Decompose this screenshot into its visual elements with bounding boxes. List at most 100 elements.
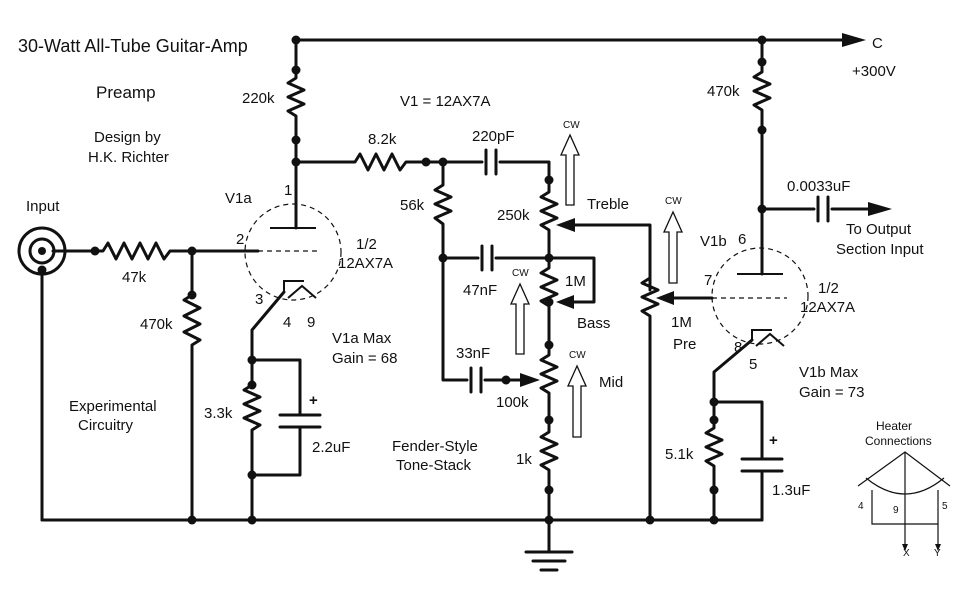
resistor-56k bbox=[433, 160, 453, 260]
note-experimental-2: Circuitry bbox=[78, 417, 133, 434]
capacitor-2-2uf bbox=[250, 390, 322, 477]
heater-y: Y bbox=[934, 548, 941, 559]
pot-treble bbox=[539, 178, 559, 260]
heater-pin-5: 5 bbox=[942, 501, 948, 512]
label-220pf: 220pF bbox=[472, 128, 515, 145]
v1b-gain-2: Gain = 73 bbox=[799, 384, 864, 401]
v1b-half-1: 1/2 bbox=[818, 280, 839, 297]
v1a-gain-1: V1a Max bbox=[332, 330, 392, 347]
tube-v1b bbox=[711, 247, 809, 347]
v1a-half-1: 1/2 bbox=[356, 236, 377, 253]
label-47k: 47k bbox=[122, 269, 147, 286]
label-3-3k: 3.3k bbox=[204, 405, 233, 422]
output-label-1: To Output bbox=[846, 221, 912, 238]
v1a-pin-4: 4 bbox=[283, 314, 291, 331]
cw-treble: CW bbox=[563, 120, 580, 131]
supply-rail bbox=[294, 33, 866, 47]
pot-mid bbox=[539, 343, 559, 422]
supply-voltage-label: +300V bbox=[852, 63, 896, 80]
label-pre: Pre bbox=[673, 336, 696, 353]
v1a-pin-9: 9 bbox=[307, 314, 315, 331]
capacitor-220pf bbox=[484, 148, 498, 176]
label-1m-bass: 1M bbox=[565, 273, 586, 290]
label-1-3uf: 1.3uF bbox=[772, 482, 810, 499]
polarity-mark-2-2uf: + bbox=[309, 392, 318, 409]
pot-pre bbox=[640, 268, 660, 522]
cw-arrow-pre bbox=[662, 210, 684, 284]
label-100k: 100k bbox=[496, 394, 529, 411]
label-8-2k: 8.2k bbox=[368, 131, 397, 148]
cw-arrow-mid bbox=[566, 364, 588, 438]
heater-x: X bbox=[903, 548, 910, 559]
capacitor-1-3uf bbox=[740, 438, 784, 522]
cw-arrow-treble bbox=[559, 133, 581, 206]
v1b-pin-5: 5 bbox=[749, 356, 757, 373]
v1a-name: V1a bbox=[225, 190, 252, 207]
cw-arrow-bass bbox=[509, 282, 531, 355]
cw-pre: CW bbox=[665, 196, 682, 207]
label-0-0033uf: 0.0033uF bbox=[787, 178, 850, 195]
note-experimental-1: Experimental bbox=[69, 398, 157, 415]
label-1k: 1k bbox=[516, 451, 532, 468]
input-jack bbox=[17, 226, 97, 522]
v1b-pin-7: 7 bbox=[704, 272, 712, 289]
ground-symbol bbox=[524, 518, 574, 572]
designer-line-1: Design by bbox=[94, 129, 161, 146]
capacitor-0-0033uf bbox=[816, 195, 830, 223]
v1a-pin-2: 2 bbox=[236, 231, 244, 248]
output-arrow bbox=[868, 202, 892, 216]
capacitor-47nf bbox=[480, 244, 494, 272]
tube-type-label: V1 = 12AX7A bbox=[400, 93, 490, 110]
heater-pin-9: 9 bbox=[893, 505, 899, 516]
v1b-pin-8: 8 bbox=[734, 339, 742, 356]
label-2-2uf: 2.2uF bbox=[312, 439, 350, 456]
output-label-2: Section Input bbox=[836, 241, 924, 258]
cw-mid: CW bbox=[569, 350, 586, 361]
section-label: Preamp bbox=[96, 83, 156, 102]
resistor-8-2k bbox=[343, 152, 445, 172]
label-47nf: 47nF bbox=[463, 282, 497, 299]
v1a-pin-3: 3 bbox=[255, 291, 263, 308]
label-1m-pre: 1M bbox=[671, 314, 692, 331]
heater-pin-4: 4 bbox=[858, 501, 864, 512]
v1a-pin-1: 1 bbox=[284, 182, 292, 199]
resistor-1k bbox=[539, 418, 559, 522]
tube-v1a bbox=[244, 203, 342, 301]
heater-title-2: Connections bbox=[865, 434, 932, 448]
note-tonestack-2: Tone-Stack bbox=[396, 457, 472, 474]
v1b-gain-1: V1b Max bbox=[799, 364, 859, 381]
heater-title-1: Heater bbox=[876, 419, 912, 433]
v1a-gain-2: Gain = 68 bbox=[332, 350, 397, 367]
resistor-47k bbox=[93, 241, 194, 261]
label-470k-plate: 470k bbox=[707, 83, 740, 100]
designer-line-2: H.K. Richter bbox=[88, 149, 169, 166]
label-5-1k: 5.1k bbox=[665, 446, 694, 463]
v1a-half-2: 12AX7A bbox=[338, 255, 393, 272]
capacitor-33nf bbox=[469, 366, 483, 394]
junction-dots bbox=[37, 35, 767, 525]
label-250k: 250k bbox=[497, 207, 530, 224]
cw-bass: CW bbox=[512, 268, 529, 279]
supply-node-label: C bbox=[872, 35, 883, 52]
resistor-470k-input bbox=[182, 249, 202, 522]
label-bass: Bass bbox=[577, 315, 610, 332]
resistor-220k bbox=[286, 68, 306, 230]
label-treble: Treble bbox=[587, 196, 629, 213]
resistor-5-1k bbox=[704, 400, 724, 522]
v1b-name: V1b bbox=[700, 233, 727, 250]
v1b-half-2: 12AX7A bbox=[800, 299, 855, 316]
v1b-pin-6: 6 bbox=[738, 231, 746, 248]
polarity-mark-1-3uf: + bbox=[769, 432, 778, 449]
schematic-title: 30-Watt All-Tube Guitar-Amp bbox=[18, 36, 248, 56]
input-label: Input bbox=[26, 198, 60, 215]
label-mid: Mid bbox=[599, 374, 623, 391]
resistor-3-3k bbox=[242, 358, 262, 522]
note-tonestack-1: Fender-Style bbox=[392, 438, 478, 455]
label-56k: 56k bbox=[400, 197, 425, 214]
label-33nf: 33nF bbox=[456, 345, 490, 362]
label-220k: 220k bbox=[242, 90, 275, 107]
heater-connections-diagram bbox=[857, 451, 951, 551]
label-470k-input: 470k bbox=[140, 316, 173, 333]
resistor-470k-plate bbox=[752, 60, 772, 276]
